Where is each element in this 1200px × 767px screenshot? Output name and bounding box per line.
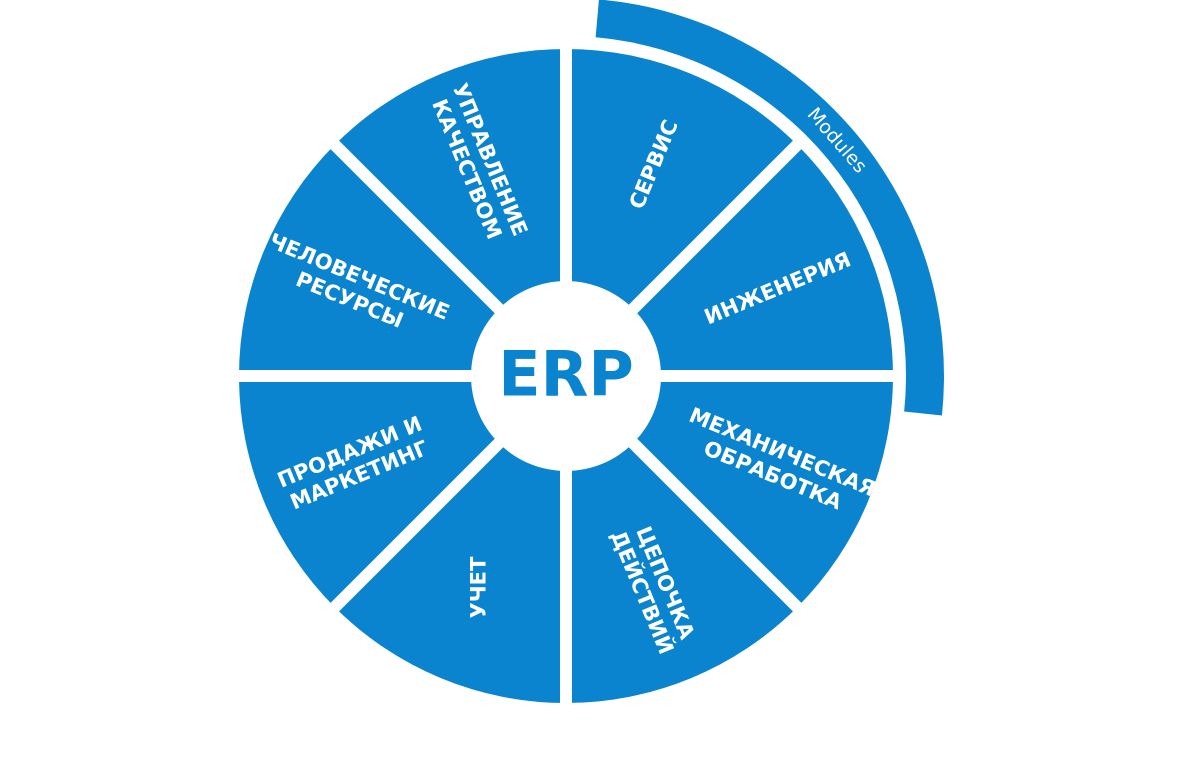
modules-ring-arc bbox=[595, 0, 944, 416]
segment-machining bbox=[566, 376, 893, 608]
center-label: ERP bbox=[498, 338, 634, 411]
segment-quality-management bbox=[334, 49, 566, 376]
segment-label-line: УЧЕТ bbox=[466, 556, 490, 619]
segment-accounting bbox=[334, 376, 566, 703]
segment-engineering bbox=[566, 144, 893, 376]
center-circle bbox=[471, 281, 661, 471]
segment-sales-marketing bbox=[239, 376, 566, 608]
segment-service bbox=[566, 49, 798, 376]
segments bbox=[235, 45, 897, 707]
segment-human-resources bbox=[239, 144, 566, 376]
segment-label-accounting: УЧЕТ bbox=[466, 556, 490, 619]
segment-supply-chain bbox=[566, 376, 798, 703]
